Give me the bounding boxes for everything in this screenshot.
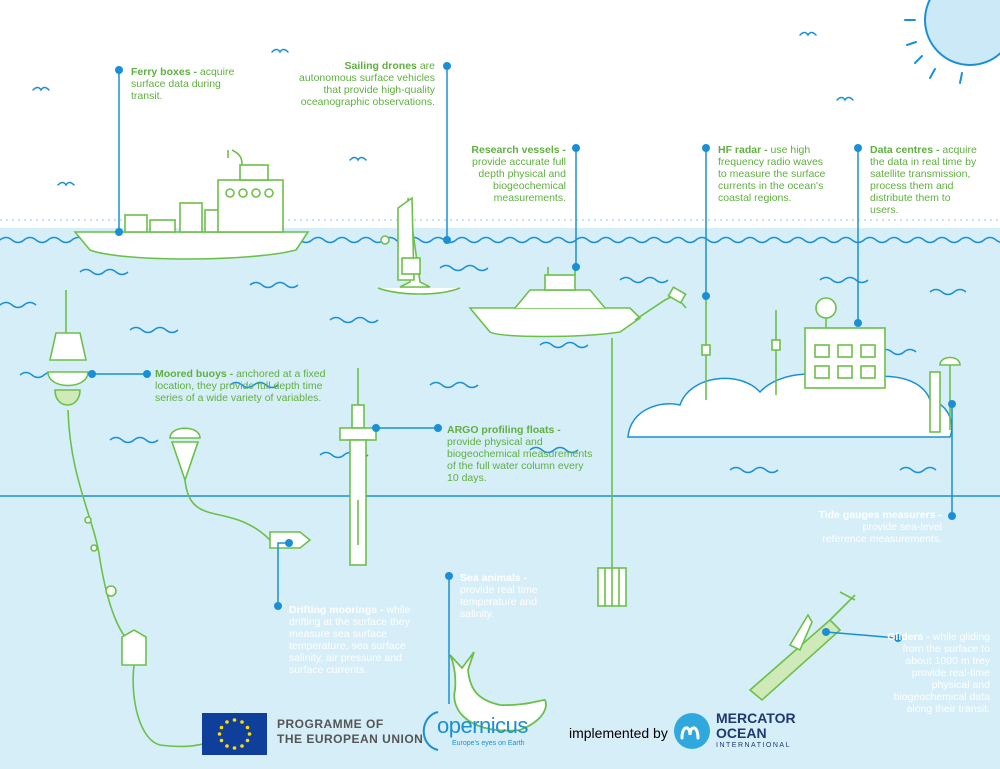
copernicus-wordmark: opernicus	[437, 713, 528, 738]
hf-radar	[701, 298, 781, 400]
drifting-title: Drifting moorings -	[289, 604, 384, 616]
mercator-logo-icon	[674, 713, 710, 749]
sailing-title: Sailing drones	[344, 60, 417, 72]
whale	[449, 651, 547, 732]
glider	[748, 591, 856, 702]
mercator-line-2: OCEAN	[716, 725, 767, 741]
animals-title: Sea animals -	[460, 572, 528, 584]
ferry-ship	[73, 149, 310, 260]
gliders-title: Gliders -	[887, 631, 930, 643]
hf-title: HF radar -	[718, 144, 768, 156]
label-sailing-drones: Sailing drones are autonomous surface ve…	[285, 60, 435, 108]
label-gliders: Gliders - while gliding from the surface…	[880, 631, 990, 715]
moored-text: anchored at a fixed location, they provi…	[155, 368, 326, 404]
copernicus-logo-icon	[422, 711, 439, 751]
argo-text: provide physical and biogeochemical meas…	[447, 436, 593, 484]
label-moored-buoys: Moored buoys - anchored at a fixed locat…	[155, 368, 333, 404]
label-tide-gauges: Tide gauges measurers - provide sea-leve…	[818, 509, 942, 545]
moored-title: Moored buoys -	[155, 368, 234, 380]
mercator-line-1: MERCATOR	[716, 710, 796, 726]
animals-text: provide real time temperature and salini…	[460, 584, 538, 620]
mercator-line-3: INTERNATIONAL	[716, 742, 791, 749]
argo-float	[339, 368, 377, 566]
data-centre	[804, 297, 886, 389]
hf-text: use high frequency radio waves to measur…	[718, 144, 826, 204]
programme-line-1: PROGRAMME OF	[277, 717, 384, 731]
tide-text: provide sea-level reference measurements…	[822, 521, 942, 545]
sailing-drone	[377, 196, 461, 295]
label-sea-animals: Sea animals - provide real time temperat…	[460, 572, 556, 620]
label-data-centres: Data centres - acquire the data in real …	[870, 144, 982, 216]
drifting-mooring	[169, 427, 312, 549]
eu-flag-icon	[202, 713, 267, 755]
label-argo-floats: ARGO profiling floats - provide physical…	[447, 424, 597, 484]
drifting-text: while drifting at the surface they measu…	[289, 604, 411, 676]
label-hf-radar: HF radar - use high frequency radio wave…	[718, 144, 830, 204]
programme-line-2: THE EUROPEAN UNION	[277, 732, 424, 746]
ferry-title: Ferry boxes -	[131, 66, 197, 78]
ferry-text: acquire surface data during transit.	[131, 66, 235, 102]
callout-lines	[92, 66, 953, 704]
research-vessel	[468, 263, 687, 338]
tide-title: Tide gauges measurers -	[818, 509, 942, 521]
label-ferry-boxes: Ferry boxes - acquire surface data durin…	[131, 66, 241, 102]
bird-icons	[32, 31, 854, 187]
callout-dots	[88, 62, 956, 642]
sun-icon	[904, 0, 1000, 84]
sailing-text: are autonomous surface vehicles that pro…	[299, 60, 435, 108]
label-research-vessels: Research vessels - provide accurate full…	[462, 144, 566, 204]
datacentres-title: Data centres -	[870, 144, 940, 156]
argo-title: ARGO profiling floats -	[447, 424, 561, 436]
implemented-by-text: implemented by	[569, 725, 668, 741]
ctd-rosette	[597, 338, 627, 607]
tide-gauge	[929, 356, 961, 433]
datacentres-text: acquire the data in real time by satelli…	[870, 144, 977, 216]
research-text: provide accurate full depth physical and…	[472, 156, 566, 204]
gliders-text: while gliding from the surface to about …	[893, 631, 990, 715]
label-drifting-moorings: Drifting moorings - while drifting at th…	[289, 604, 419, 676]
research-title: Research vessels -	[471, 144, 566, 156]
copernicus-tagline: Europe's eyes on Earth	[452, 740, 525, 747]
